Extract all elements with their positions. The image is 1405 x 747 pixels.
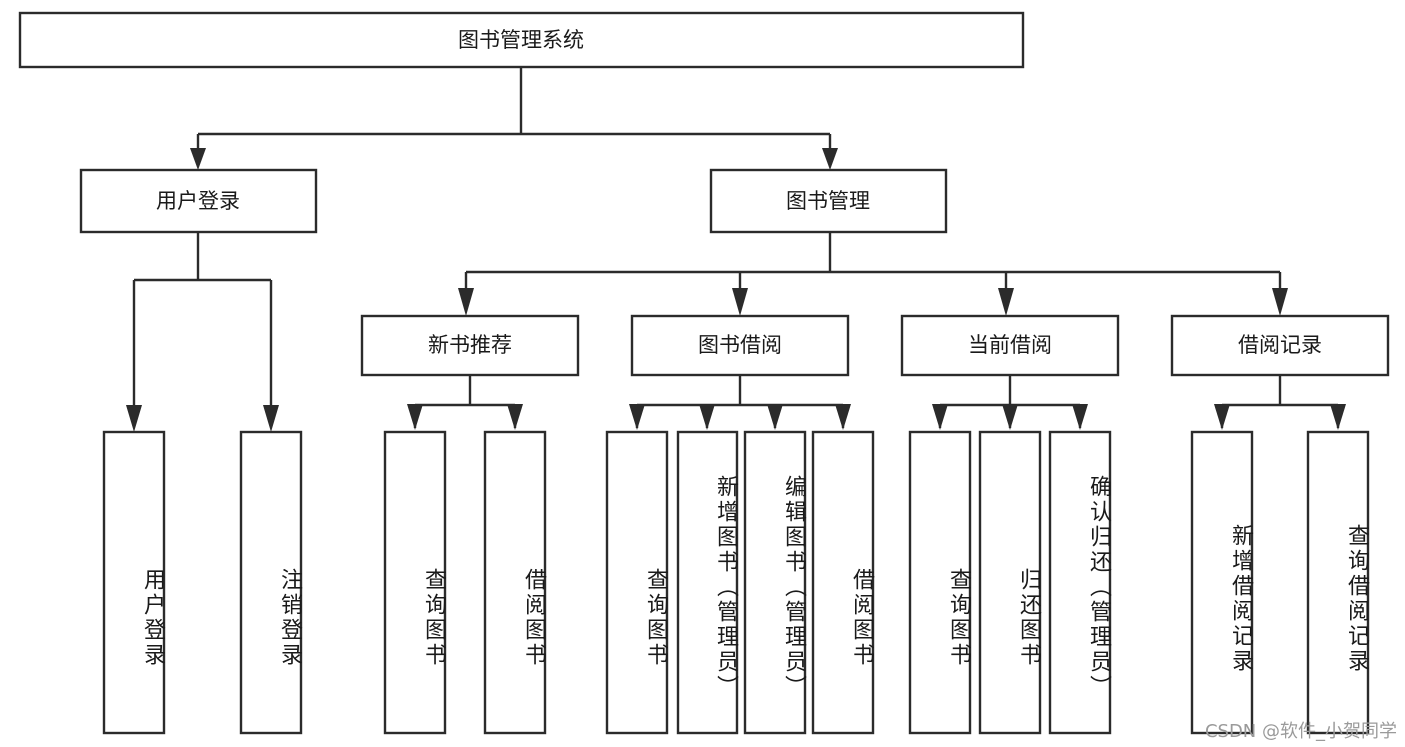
leaf-box-book-borrow-1[interactable] — [605, 430, 669, 735]
leaf-box-borrow-records-1[interactable] — [1190, 430, 1254, 735]
arrowhead-nb-leaf-2 — [507, 404, 523, 430]
arrowhead-bb-leaf-4 — [835, 404, 851, 430]
node-current-borrow-box[interactable] — [900, 314, 1120, 377]
arrowhead-cb-leaf-2 — [1002, 404, 1018, 430]
arrowhead-ul-leaf-2 — [263, 405, 279, 432]
node-root-box[interactable] — [18, 11, 1025, 69]
leaf-box-user-login-1[interactable] — [102, 430, 166, 735]
node-book-borrow-label: 图书借阅 — [698, 333, 782, 357]
arrowhead-cb-leaf-1 — [932, 404, 948, 430]
node-borrow-records-box[interactable] — [1170, 314, 1390, 377]
arrowhead-bb-leaf-3 — [767, 404, 783, 430]
leaf-box-user-login-2[interactable] — [239, 430, 303, 735]
leaf-box-current-borrow-3[interactable] — [1048, 430, 1112, 735]
node-root[interactable]: 图书管理系统 — [18, 11, 1025, 69]
node-current-borrow-label: 当前借阅 — [968, 333, 1052, 357]
leaf-box-current-borrow-2[interactable] — [978, 430, 1042, 735]
arrowhead-nb-leaf-1 — [407, 404, 423, 430]
arrowhead-ul-leaf-1 — [126, 405, 142, 432]
leaf-box-book-borrow-4[interactable] — [811, 430, 875, 735]
arrowhead-book-borrow — [732, 288, 748, 316]
arrowhead-current-borrow — [998, 288, 1014, 316]
arrowhead-borrow-records — [1272, 288, 1288, 316]
node-book-manage-label: 图书管理 — [786, 189, 870, 213]
node-book-borrow[interactable]: 图书借阅 — [630, 314, 850, 377]
leaf-box-book-borrow-2[interactable] — [676, 430, 739, 735]
node-book-manage-box[interactable] — [709, 168, 948, 234]
leaf-box-current-borrow-1[interactable] — [908, 430, 972, 735]
node-new-book-recommend-label: 新书推荐 — [428, 333, 512, 357]
arrowhead-br-leaf-2 — [1330, 404, 1346, 430]
arrowhead-user-login — [190, 148, 206, 170]
arrowhead-new-book — [458, 288, 474, 316]
node-book-borrow-box[interactable] — [630, 314, 850, 377]
arrowhead-book-manage — [822, 148, 838, 170]
leaf-box-book-borrow-3[interactable] — [743, 430, 807, 735]
node-new-book-recommend[interactable]: 新书推荐 — [360, 314, 580, 377]
arrowhead-br-leaf-1 — [1214, 404, 1230, 430]
node-borrow-records[interactable]: 借阅记录 — [1170, 314, 1390, 377]
leaf-box-new-book-1[interactable] — [383, 430, 447, 735]
node-new-book-recommend-box[interactable] — [360, 314, 580, 377]
node-user-login-box[interactable] — [79, 168, 318, 234]
arrowhead-cb-leaf-3 — [1072, 404, 1088, 430]
arrowheads-group — [126, 148, 1346, 432]
node-book-manage[interactable]: 图书管理 — [709, 168, 948, 234]
leaf-box-new-book-2[interactable] — [483, 430, 547, 735]
node-user-login-label: 用户登录 — [156, 189, 240, 213]
node-borrow-records-label: 借阅记录 — [1238, 333, 1322, 357]
node-current-borrow[interactable]: 当前借阅 — [900, 314, 1120, 377]
leaf-box-borrow-records-2[interactable] — [1306, 430, 1370, 735]
node-root-label: 图书管理系统 — [458, 28, 584, 52]
arrowhead-bb-leaf-2 — [699, 404, 715, 430]
csdn-watermark: CSDN @软件_小贺同学 — [1204, 721, 1397, 742]
node-user-login[interactable]: 用户登录 — [79, 168, 318, 234]
arrowhead-bb-leaf-1 — [629, 404, 645, 430]
